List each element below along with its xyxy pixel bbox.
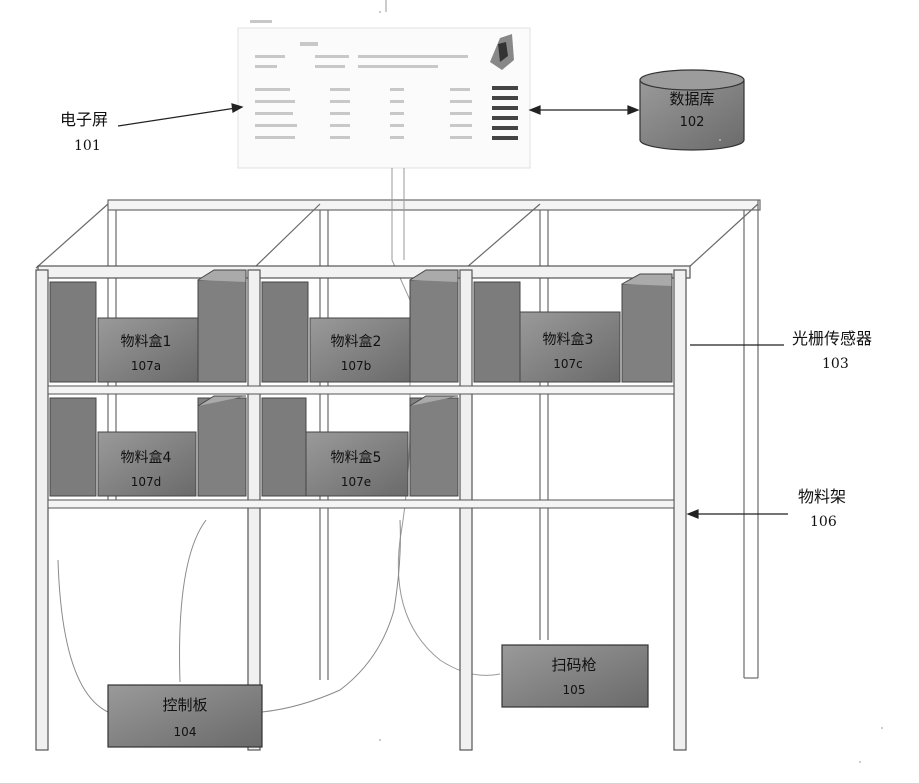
scanner-label: 扫码枪 <box>551 656 596 674</box>
electronic-screen <box>238 20 530 168</box>
screen-label: 电子屏 <box>60 110 108 129</box>
bin-5-id: 107e <box>341 475 371 489</box>
bin-5-label: 物料盒5 <box>331 449 382 466</box>
database-id: 102 <box>680 115 705 130</box>
screen-pointer-arrow <box>118 104 242 126</box>
bin-1-id: 107a <box>131 359 161 373</box>
rack-pointer-arrow <box>688 510 788 518</box>
bin-4-id: 107d <box>131 475 162 489</box>
database-label: 数据库 <box>669 90 714 108</box>
bin-3-label: 物料盒3 <box>543 331 594 348</box>
rack-label: 物料架 <box>798 487 846 506</box>
database-cylinder <box>640 70 744 150</box>
screen-panel <box>238 28 530 168</box>
screen-database-link-arrow <box>530 106 638 114</box>
bin-2-label: 物料盒2 <box>331 333 382 350</box>
scanner-id: 105 <box>563 683 586 697</box>
screen-id: 101 <box>74 138 101 154</box>
bin-2-id: 107b <box>341 359 372 373</box>
control-board-id: 104 <box>174 725 197 739</box>
sensor-id: 103 <box>822 356 849 372</box>
bin-4-label: 物料盒4 <box>121 449 172 466</box>
rack-id: 106 <box>810 514 837 530</box>
barcode-scanner <box>502 645 648 707</box>
bin-3-id: 107c <box>553 357 583 371</box>
control-board-wires <box>58 520 400 712</box>
control-board-label: 控制板 <box>162 696 207 714</box>
sensor-label: 光栅传感器 <box>792 329 872 348</box>
bin-1-label: 物料盒1 <box>121 333 172 350</box>
